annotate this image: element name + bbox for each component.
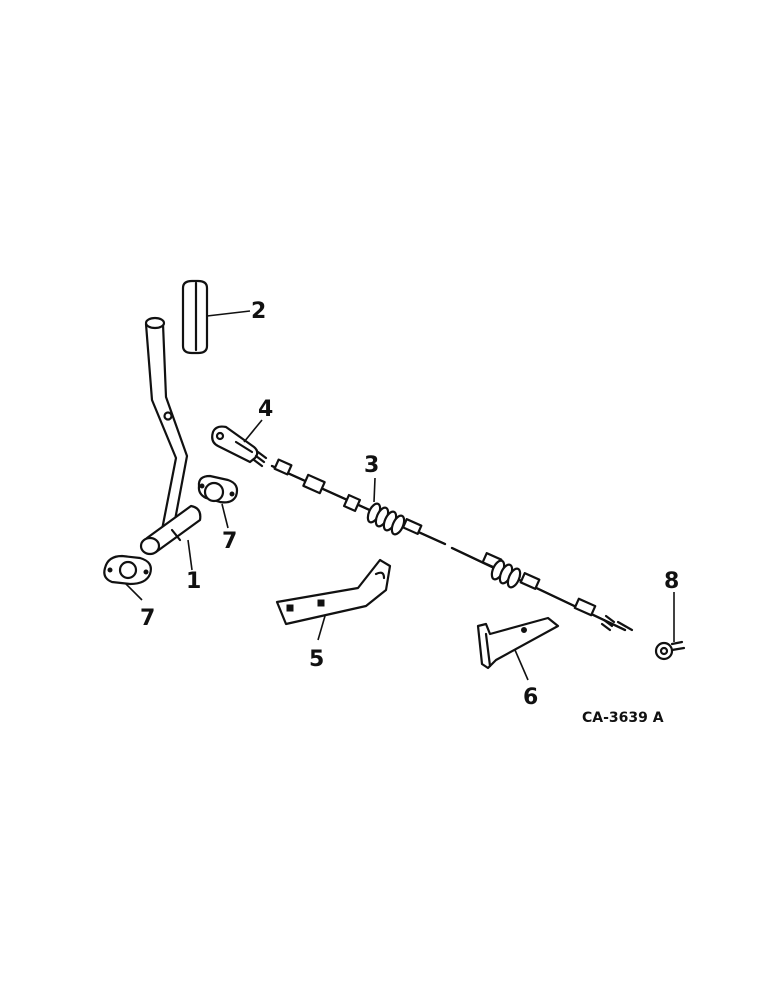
- callout-7-right: 7: [222, 529, 237, 554]
- part-8-fitting: [654, 640, 686, 661]
- callout-4: 4: [258, 397, 273, 422]
- callout-3: 3: [364, 453, 379, 478]
- leader-lines: [125, 310, 675, 681]
- part-5-bracket: [275, 558, 392, 626]
- callout-8: 8: [664, 569, 679, 594]
- part-6-bracket: [476, 616, 560, 670]
- part-1-lever: [139, 316, 202, 556]
- drawing-code: CA-3639 A: [582, 710, 664, 726]
- part-2-grip: [181, 279, 209, 355]
- callout-5: 5: [309, 647, 324, 672]
- callout-1: 1: [186, 569, 201, 594]
- part-7-bearing-left: [103, 554, 152, 586]
- callout-6: 6: [523, 685, 538, 710]
- callout-2: 2: [251, 299, 266, 324]
- part-4-clevis: [211, 425, 268, 468]
- part-3-cable: [270, 458, 634, 632]
- callout-7-left: 7: [140, 606, 155, 631]
- part-7-bearing-right: [197, 474, 239, 504]
